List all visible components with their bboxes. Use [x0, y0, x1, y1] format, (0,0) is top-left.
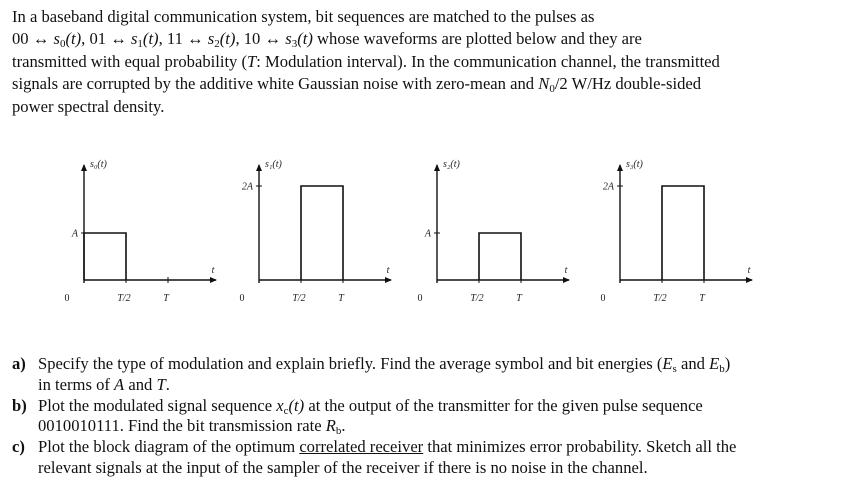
- signal-label: s₂(t): [443, 159, 460, 170]
- mapping-11: 11 ↔ s2(t),: [166, 29, 240, 51]
- question-a: a) Specify the type of modulation and ex…: [12, 354, 731, 394]
- tick-label-half: T/2: [653, 293, 666, 304]
- question-c: c) Plot the block diagram of the optimum…: [12, 437, 737, 477]
- problem-statement: In a baseband digital communication syst…: [12, 6, 830, 118]
- waveform-plot-2: s₂(t) A 0 T/2 Tt: [418, 159, 570, 304]
- t-axis-label: t: [212, 265, 215, 276]
- pulse-waveform: [661, 185, 705, 280]
- waveform-plot-1: s₁(t) 2A 0 T/2 Tt: [240, 159, 392, 304]
- question-b-label: b): [12, 395, 27, 415]
- tick-label-0: 0: [418, 293, 423, 304]
- intro-line-5: power spectral density.: [12, 96, 165, 116]
- amplitude-label: A: [424, 229, 432, 240]
- intro-line-2-tail: whose waveforms are plotted below and th…: [317, 29, 642, 49]
- tick-label-0: 0: [601, 293, 606, 304]
- question-b: b) Plot the modulated signal sequence xc…: [12, 395, 703, 438]
- pulse-waveform: [83, 232, 127, 280]
- signal-label: s₀(t): [90, 159, 107, 170]
- t-axis-label: t: [387, 265, 390, 276]
- waveform-plot-0: s₀(t) A 0 T/2 Tt: [65, 159, 217, 304]
- amplitude-label: 2A: [242, 182, 254, 193]
- pulse-waveform: [300, 185, 344, 280]
- signal-label: s₃(t): [626, 159, 643, 170]
- mapping-10: 10 ↔ s3(t): [243, 29, 313, 51]
- tick-label-half: T/2: [292, 293, 305, 304]
- tick-label-0: 0: [240, 293, 245, 304]
- tick-label-0: 0: [65, 293, 70, 304]
- t-axis-label: t: [565, 265, 568, 276]
- intro-line-4: signals are corrupted by the additive wh…: [12, 74, 702, 96]
- question-a-label: a): [12, 354, 26, 373]
- tick-label-half: T/2: [117, 293, 130, 304]
- correlated-receiver-term: correlated receiver: [299, 437, 424, 457]
- question-c-label: c): [12, 437, 25, 457]
- tick-label-full: T: [163, 293, 170, 304]
- tick-label-full: T: [699, 293, 706, 304]
- waveform-plot-3: s₃(t) 2A 0 T/2 Tt: [601, 159, 753, 304]
- tick-label-full: T: [516, 293, 523, 304]
- amplitude-label: 2A: [603, 182, 615, 193]
- amplitude-label: A: [71, 229, 79, 240]
- tick-label-half: T/2: [470, 293, 483, 304]
- questions: a) Specify the type of modulation and ex…: [12, 354, 830, 479]
- mapping-01: 01 ↔ s1(t),: [89, 29, 163, 51]
- intro-line-1: In a baseband digital communication syst…: [12, 7, 595, 26]
- mapping-00: 00 ↔ s0(t),: [12, 29, 86, 51]
- intro-line-3: transmitted with equal probability (T: M…: [12, 51, 720, 71]
- signal-label: s₁(t): [265, 159, 282, 170]
- pulse-waveform: [478, 232, 522, 280]
- t-axis-label: t: [748, 265, 751, 276]
- tick-label-full: T: [338, 293, 345, 304]
